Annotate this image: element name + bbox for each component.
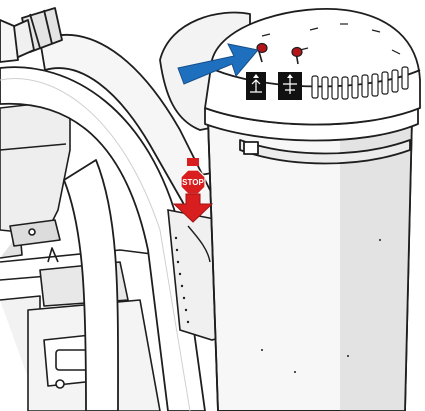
stop-sign-text: STOP xyxy=(182,178,204,187)
stop-sign-icon: STOP xyxy=(181,170,205,194)
